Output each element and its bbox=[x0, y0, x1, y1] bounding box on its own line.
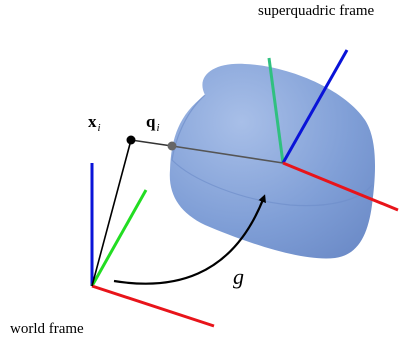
world-frame-label: world frame bbox=[10, 321, 84, 337]
sq-axis-x bbox=[282, 161, 399, 212]
point-q-subscript: i bbox=[156, 122, 160, 134]
transform-arrow bbox=[113, 194, 266, 285]
superquadric-edge bbox=[171, 94, 373, 207]
point-x-subscript: i bbox=[97, 122, 101, 134]
sq-axis-y bbox=[267, 57, 285, 164]
world-frame-axes bbox=[90, 163, 215, 328]
point-x-marker bbox=[126, 135, 136, 145]
point-q-symbol: q bbox=[146, 112, 156, 131]
x-to-q-line bbox=[130, 139, 173, 147]
sq-axis-z bbox=[281, 49, 349, 164]
point-construction bbox=[91, 135, 284, 287]
superquadric-frame-label: superquadric frame bbox=[258, 3, 375, 19]
world-axis-y bbox=[90, 189, 148, 287]
transform-label: g bbox=[233, 264, 244, 289]
point-x-symbol: x bbox=[88, 112, 97, 131]
q-to-center-line bbox=[171, 145, 284, 164]
world-axis-x bbox=[91, 284, 215, 328]
point-x-label: xi bbox=[88, 113, 101, 134]
superquadric-frame-axes bbox=[267, 49, 399, 212]
point-q-label: qi bbox=[146, 113, 160, 134]
point-q-marker bbox=[167, 141, 177, 151]
world-to-x-line bbox=[91, 139, 132, 287]
